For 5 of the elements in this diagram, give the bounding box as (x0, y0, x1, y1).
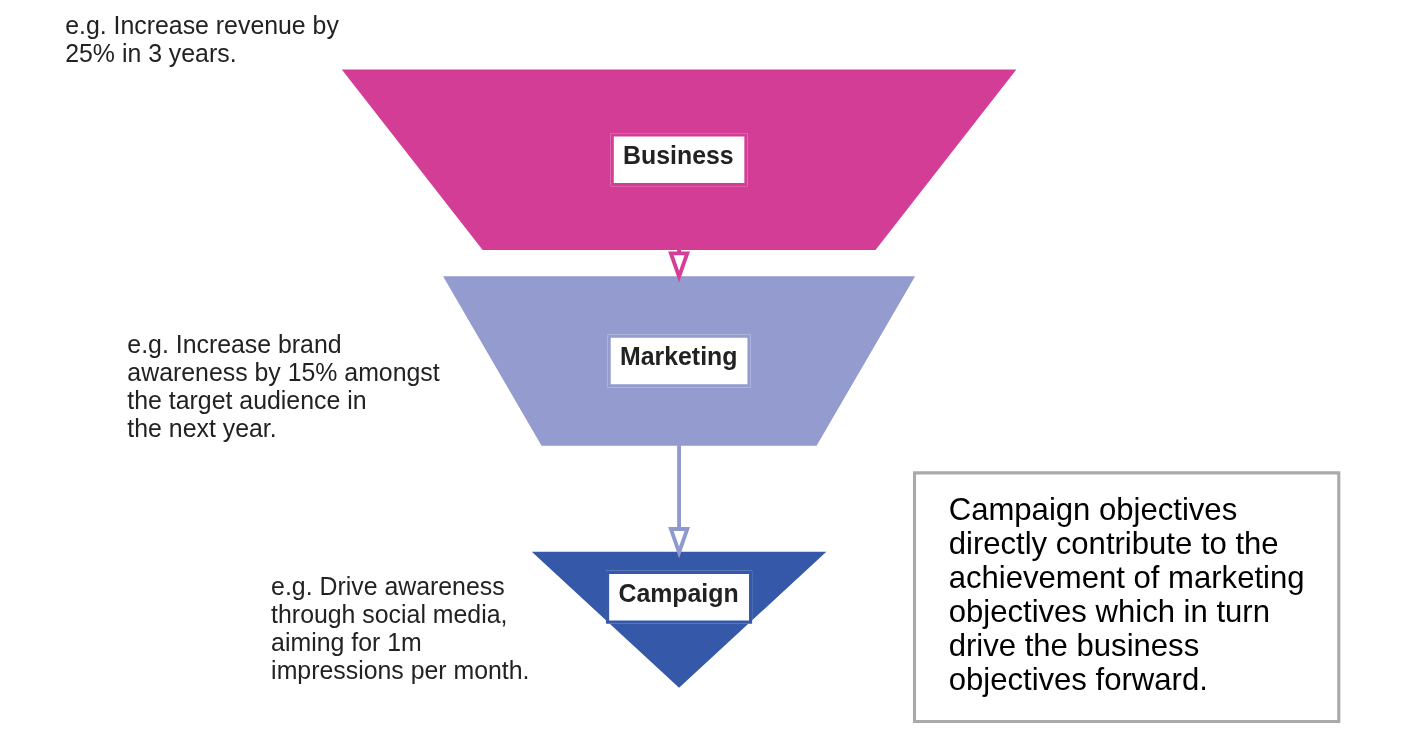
node-label: e.g. Drive awareness through social media, aiming for 1m impressions per month. (271, 571, 530, 684)
arrow (668, 445, 690, 559)
node-label: e.g. Increase brand awareness by 15% amongst the target audience in the next year. (127, 329, 440, 442)
node-box: Campaign objectives directly contribute to the achievement of marketing objectives which in turn drive the business objectives forward. (912, 471, 1341, 724)
node-label: e.g. Increase revenue by 25% in 3 years. (65, 11, 339, 68)
